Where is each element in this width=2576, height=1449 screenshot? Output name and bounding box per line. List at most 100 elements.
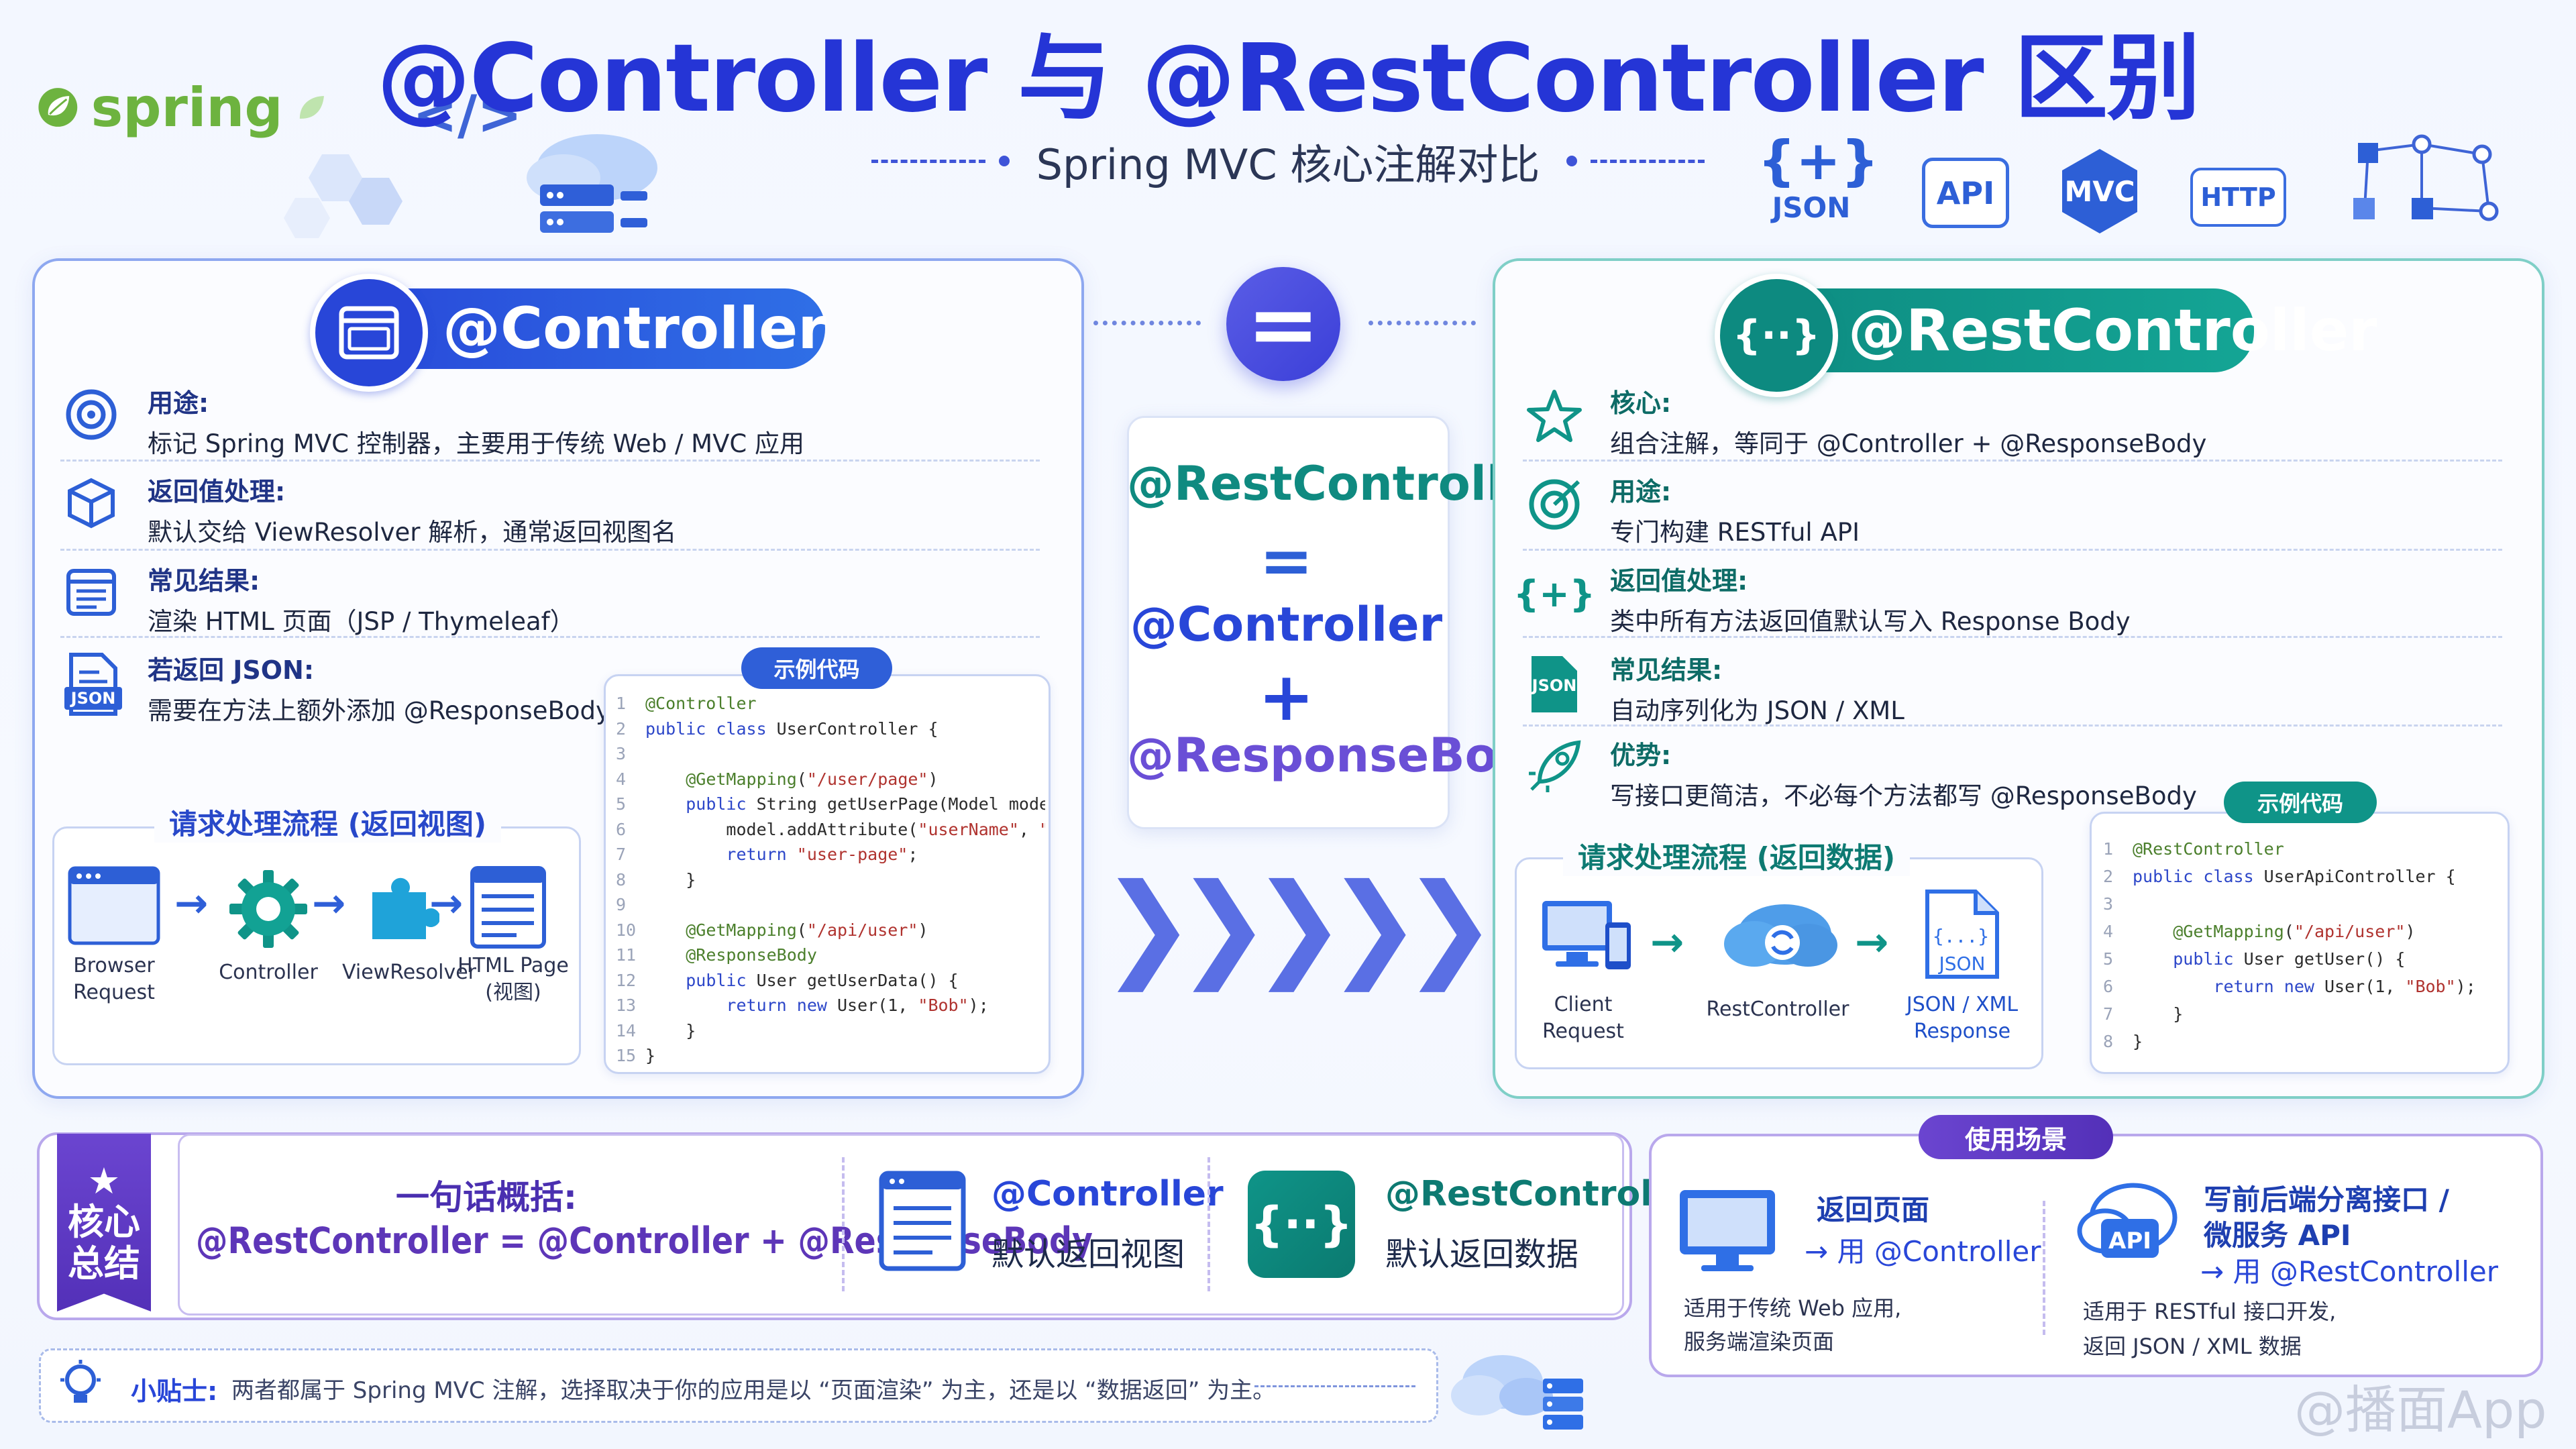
lightbulb-icon — [54, 1358, 107, 1412]
svg-text:{...}: {...} — [1933, 925, 1989, 947]
summary-divider-2 — [1208, 1157, 1210, 1291]
controller-item-3-desc: 渲染 HTML 页面（JSP / Thymeleaf） — [148, 607, 575, 636]
rest-item-3-title: 返回值处理: — [1610, 566, 1748, 596]
usage-right-note1: 适用于 RESTful 接口开发, — [2083, 1299, 2337, 1324]
subtitle-right-dot — [1566, 156, 1578, 166]
controller-item-2: 返回值处理: 默认交给 ViewResolver 解析，通常返回视图名 — [60, 471, 1026, 548]
braces-icon: {+} — [1513, 572, 1596, 615]
usage-tag: 使用场景 — [1919, 1115, 2113, 1159]
rest-divider-1 — [1523, 460, 2502, 462]
controller-code-tag: 示例代码 — [741, 647, 892, 689]
summary-divider-1 — [842, 1157, 845, 1291]
rest-item-4-desc: 自动序列化为 JSON / XML — [1610, 696, 1904, 725]
usage-left-note2: 服务端渲染页面 — [1684, 1329, 1835, 1354]
usage-right-note2: 返回 JSON / XML 数据 — [2083, 1334, 2302, 1359]
json-braces-icon: {+} — [1758, 129, 1879, 192]
rest-item-5-desc: 写接口更简洁，不必每个方法都写 @ResponseBody — [1610, 782, 2197, 810]
controller-item-4-desc: 需要在方法上额外添加 @ResponseBody — [148, 696, 610, 725]
usage-api-label: API — [2108, 1228, 2151, 1254]
middle-dots-right — [1368, 321, 1476, 325]
puzzle-icon — [366, 872, 441, 949]
middle-dots-left — [1093, 321, 1201, 325]
flow-step-html-page: HTML Page (视图) — [458, 954, 569, 1004]
controller-item-3: 常见结果: 渲染 HTML 页面（JSP / Thymeleaf） — [60, 560, 1026, 637]
tip-trailing-line — [1254, 1385, 1415, 1387]
json-tag: {+} JSON — [1758, 129, 1879, 225]
usage-api-cloud-icon: API — [2073, 1177, 2187, 1274]
usage-right-title-1: 写前后端分离接口 / — [2204, 1183, 2449, 1216]
restcontroller-badge-label: @RestController — [1848, 297, 2377, 364]
controller-divider-3 — [60, 636, 1040, 638]
controller-flow-title: 请求处理流程 (返回视图) — [154, 802, 502, 843]
tip-label: 小贴士: — [131, 1377, 218, 1406]
rest-item-5-title: 优势: — [1610, 741, 1672, 770]
json-file-icon: JSON — [64, 652, 122, 719]
summary-panel — [37, 1132, 1632, 1320]
browser-window-icon — [339, 306, 399, 360]
controller-item-1: 用途: 标记 Spring MVC 控制器，主要用于传统 Web / MVC 应… — [60, 382, 1026, 460]
rest-divider-3 — [1523, 636, 2502, 638]
controller-divider-2 — [60, 549, 1040, 551]
mvc-tag: MVC — [2059, 148, 2140, 235]
equals-icon: = — [1226, 267, 1340, 381]
equation-card — [1127, 416, 1450, 829]
leaf-icon — [299, 96, 324, 119]
subtitle-left-line — [871, 159, 985, 163]
flow-arrow-2: → — [312, 880, 346, 927]
rest-divider-2 — [1523, 549, 2502, 551]
json-document-icon: {...} JSON — [1922, 889, 2002, 982]
rest-item-1-desc: 组合注解，等同于 @Controller + @ResponseBody — [1610, 429, 2207, 458]
http-tag: HTTP — [2190, 168, 2286, 227]
tip-box — [39, 1348, 1438, 1423]
star-icon — [1526, 388, 1582, 447]
json-tag-label: JSON — [1772, 191, 1851, 224]
cloud-server-icon — [510, 127, 684, 251]
controller-item-2-desc: 默认交给 ViewResolver 解析，通常返回视图名 — [148, 518, 677, 547]
summary-headline: 一句话概括: — [396, 1178, 577, 1217]
rest-code-tag: 示例代码 — [2224, 782, 2377, 823]
chevron-arrows-icon: ❯❯❯❯❯ — [1100, 859, 1497, 992]
equation-equals: = — [1259, 523, 1313, 598]
controller-badge-icon — [310, 274, 428, 392]
usage-right-use: → 用 @RestController — [2200, 1255, 2498, 1288]
rest-item-3-desc: 类中所有方法返回值默认写入 Response Body — [1610, 607, 2131, 636]
target-icon — [1526, 476, 1582, 535]
rocket-icon — [1526, 739, 1582, 798]
page-title: @Controller 与 @RestController 区别 — [376, 24, 2201, 133]
rest-flow-arrow-1: → — [1650, 919, 1684, 966]
rest-item-5: 优势: 写接口更简洁，不必每个方法都写 @ResponseBody — [1526, 735, 2492, 812]
equation-rest: @RestController — [1127, 456, 1558, 511]
flow-step-client-request: Client Request — [1542, 993, 1624, 1043]
api-tag: API — [1922, 158, 2009, 228]
summary-star-icon: ★ — [87, 1159, 121, 1202]
spring-logo: spring — [37, 60, 325, 154]
page-subtitle-row: Spring MVC 核心注解对比 — [0, 131, 2576, 191]
hexagon-icon — [282, 141, 436, 244]
usage-panel — [1649, 1134, 2543, 1377]
code-icon: </> — [413, 84, 523, 146]
target-icon — [64, 388, 118, 441]
cube-icon — [64, 476, 118, 533]
flow-arrow-1: → — [174, 880, 209, 927]
usage-left-title: 返回页面 — [1817, 1193, 1930, 1226]
controller-item-1-desc: 标记 Spring MVC 控制器，主要用于传统 Web / MVC 应用 — [148, 429, 804, 458]
json-document-label: JSON — [1939, 953, 1986, 975]
summary-formula: @RestController = @Controller + @Respons… — [196, 1220, 1093, 1262]
flow-step-json-response: JSON / XML Response — [1906, 993, 2019, 1043]
controller-divider-1 — [60, 460, 1040, 462]
rest-flow-arrow-2: → — [1855, 919, 1889, 966]
mvc-hexagon-icon — [2062, 149, 2137, 233]
spring-leaf-icon — [38, 88, 78, 127]
cloud-sync-icon — [1721, 896, 1841, 979]
rest-item-2-title: 用途: — [1610, 477, 1672, 506]
json-icon-label: JSON — [1532, 676, 1577, 695]
flow-step-browser-request: Browser Request — [73, 954, 155, 1004]
rest-item-4: JSON 常见结果: 自动序列化为 JSON / XML — [1526, 649, 2492, 727]
equation-responsebody: @ResponseBody — [1127, 728, 1562, 783]
summary-badge-label: 核心总结 — [68, 1200, 140, 1285]
controller-item-4-title: 若返回 JSON: — [148, 655, 315, 685]
cloud-database-icon — [1449, 1342, 1603, 1435]
controller-item-4: JSON 若返回 JSON: 需要在方法上额外添加 @ResponseBody — [60, 649, 610, 727]
rest-divider-4 — [1523, 724, 2502, 727]
